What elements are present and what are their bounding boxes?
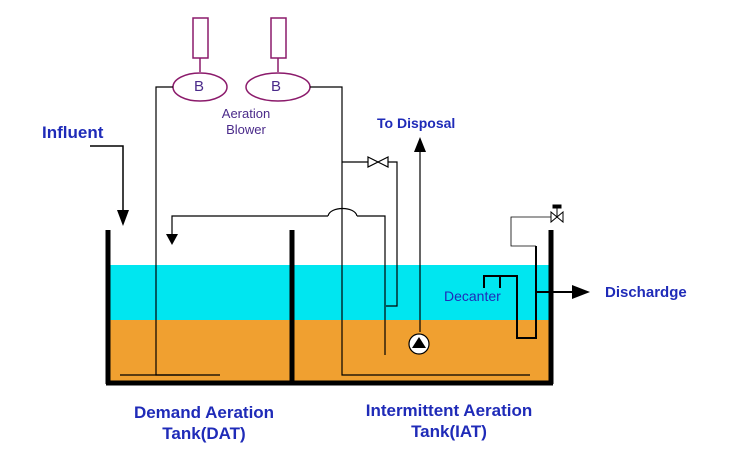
valve-line: [342, 161, 398, 307]
blower-2-label: B: [271, 78, 282, 95]
return-arrow-head: [166, 234, 178, 245]
iat-label-line2: Tank(IAT): [411, 422, 487, 441]
aeration-blower-label: Aeration Blower: [208, 106, 284, 138]
gate-valve-icon: [367, 156, 389, 168]
blower-1-label: B: [194, 78, 205, 95]
dat-label: Demand Aeration Tank(DAT): [104, 402, 304, 444]
disposal-arrow-head: [414, 137, 426, 152]
iat-label: Intermittent Aeration Tank(IAT): [336, 400, 562, 442]
influent-arrow-head: [117, 210, 129, 226]
air-line-iat: [310, 86, 530, 376]
aeration-blower-label-line2: Blower: [226, 122, 266, 137]
aeration-blower-label-line1: Aeration: [221, 106, 271, 121]
tank-walls: [105, 230, 554, 386]
sludge-layer: [110, 320, 550, 382]
influent-label: Influent: [42, 123, 104, 142]
discharge-arrow-head: [572, 285, 590, 299]
water-layer: [110, 265, 550, 320]
decanter-label: Decanter: [444, 288, 501, 304]
dat-label-line1: Demand Aeration: [133, 403, 275, 422]
to-disposal-label: To Disposal: [377, 115, 456, 131]
air-line-dat: [120, 86, 220, 376]
discharge-label: Dischardge: [605, 284, 687, 301]
decanter-valve-icon: [550, 204, 564, 224]
return-line: [171, 207, 386, 355]
blower-1-motor: [192, 17, 209, 59]
iat-label-line1: Intermittent Aeration: [365, 401, 533, 420]
blower-2-motor: [270, 17, 287, 59]
influent-line: [90, 145, 124, 212]
dat-label-line2: Tank(DAT): [162, 424, 246, 443]
